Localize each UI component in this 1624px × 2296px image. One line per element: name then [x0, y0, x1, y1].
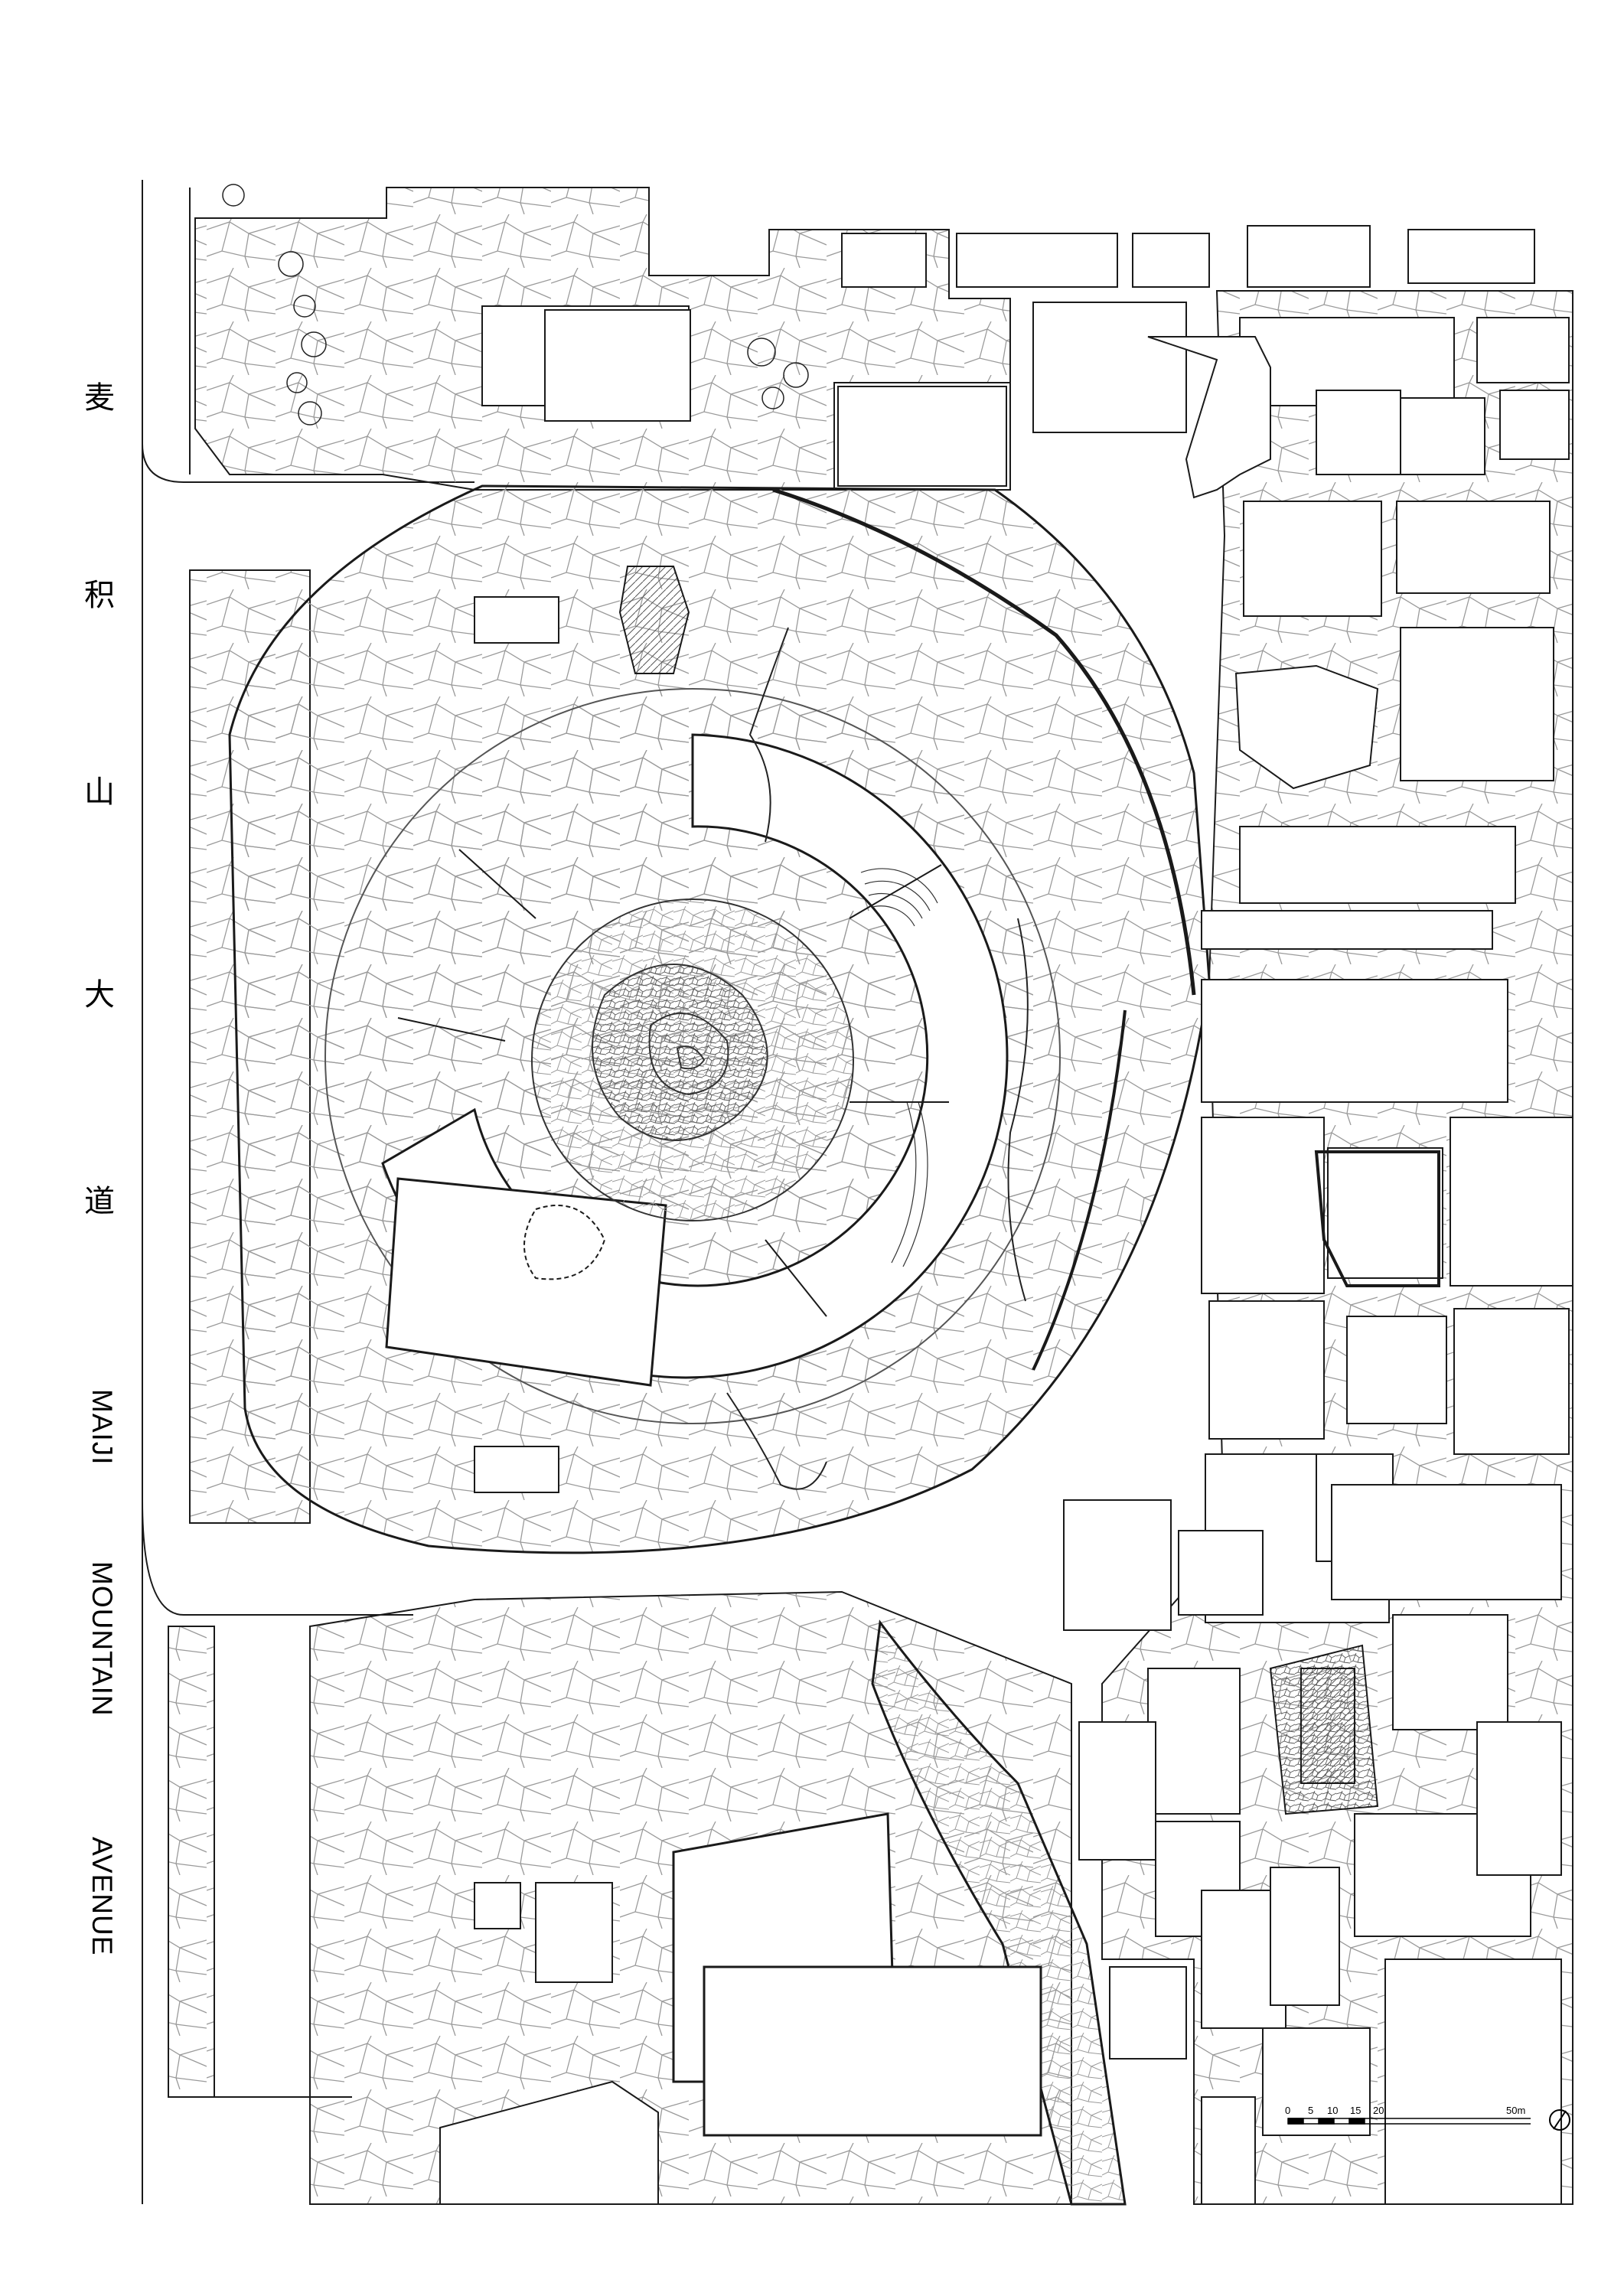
north-buildings	[544, 225, 1535, 487]
scale-label-0: 0	[1285, 2105, 1291, 2116]
east-district	[1063, 290, 1573, 2205]
scale-label-15: 15	[1350, 2105, 1361, 2116]
north-arrow-icon	[1549, 2109, 1570, 2131]
street-name-en-2: MOUNTAIN	[86, 1561, 118, 1717]
street-name-cn-4: 大	[84, 977, 115, 1013]
circular-plaza	[228, 484, 1211, 1554]
scale-label-20: 20	[1373, 2105, 1384, 2116]
street-name-cn-5: 道	[84, 1184, 115, 1219]
street-name-cn-3: 山	[84, 775, 115, 810]
street-name-en-1: MAIJI	[86, 1389, 118, 1466]
street-name-en-3: AVENUE	[86, 1837, 118, 1956]
scale-label-5: 5	[1308, 2105, 1314, 2116]
scale-label-10: 10	[1327, 2105, 1339, 2116]
south-plaza	[309, 1590, 1127, 2206]
street-name-cn-1: 麦	[84, 380, 115, 416]
scale-bar	[1287, 2118, 1531, 2125]
scale-label-50m: 50m	[1506, 2105, 1526, 2116]
street-name-cn-2: 积	[84, 578, 115, 613]
